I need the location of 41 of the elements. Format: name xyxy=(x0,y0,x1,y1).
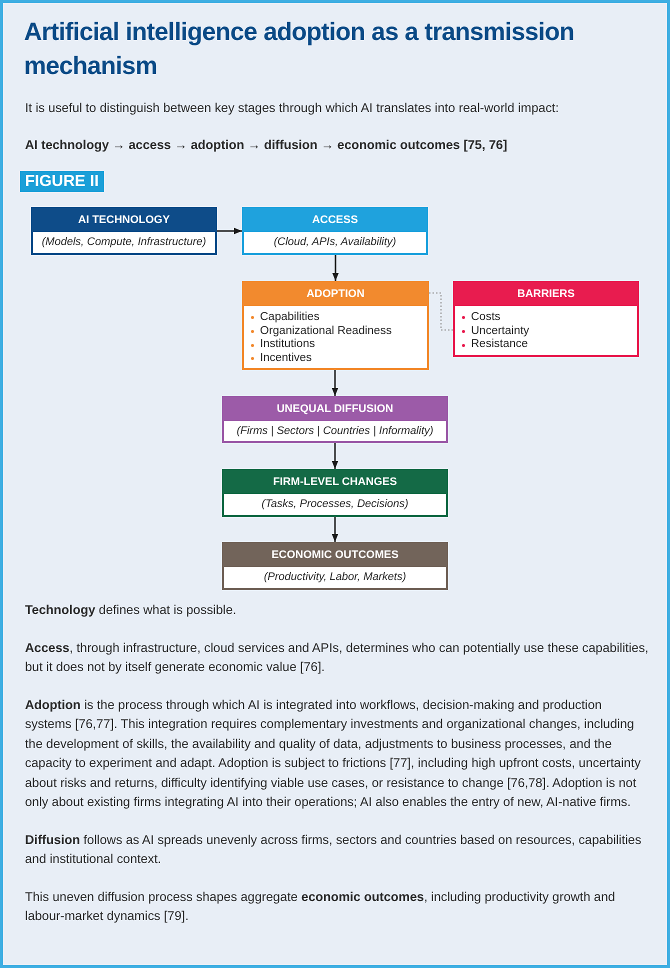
paragraph: Technology defines what is possible. xyxy=(25,602,238,619)
box-header: ECONOMIC OUTCOMES xyxy=(224,544,446,567)
box-header: BARRIERS xyxy=(455,283,637,306)
intro-text: It is useful to distinguish between key stages through which AI translates into real-world impact: xyxy=(25,100,560,117)
list-item: Capabilities xyxy=(260,311,320,325)
arrow xyxy=(332,370,338,396)
paragraph: Access, through infrastructure, cloud services and APIs, determines who can potentially use these capabilities, but it does not by itself generate economic value [76]. xyxy=(25,640,649,676)
arrow xyxy=(332,255,339,281)
list-item: Uncertainty xyxy=(471,324,530,338)
paragraph: Diffusion follows as AI spreads unevenly across firms, sectors and countries based on resources, capabilities and institutional context. xyxy=(25,832,642,868)
paragraph: Adoption is the process through which AI is integrated into workflows, decision-making and production systems [76,77]. This integration requires complementary investments and organizational changes, including the development of skills, the availability and quality of data, adjustments to business processes, and the capacity to experiment and adapt. Adoption is subject to frictions [77], including high upfront costs, uncertainty about risks and returns, difficulty identifying viable use cases, or resistance to change [76,78]. Adoption is not only about existing firms integrating AI into their operations; AI also enables the entry of new, AI-native firms. xyxy=(25,696,642,811)
barriers-box xyxy=(453,281,639,357)
list-item: Costs xyxy=(471,311,500,325)
arrow xyxy=(332,517,338,542)
stage-sequence: AI technology → access → adoption → diffusion → economic outcomes [75, 76] xyxy=(25,137,508,154)
box-description: (Firms | Sectors | Countries | Informality) xyxy=(236,424,434,439)
stage-box xyxy=(222,396,448,443)
box-header: AI TECHNOLOGY xyxy=(33,209,215,232)
stage-box xyxy=(31,207,217,255)
paragraph: This uneven diffusion process shapes aggregate economic outcomes, including productivity growth and labour-market dynamics [79]. xyxy=(25,888,616,925)
box-description: (Tasks, Processes, Decisions) xyxy=(260,497,410,512)
list-item: Institutions xyxy=(260,338,315,352)
box-header: UNEQUAL DIFFUSION xyxy=(224,398,446,421)
box-description: (Models, Compute, Infrastructure) xyxy=(40,235,208,250)
arrow xyxy=(217,228,242,234)
box-description: (Productivity, Labor, Markets) xyxy=(262,570,408,585)
stage-box xyxy=(222,469,448,517)
page-title: Artificial intelligence adoption as a transmission mechanism xyxy=(24,17,576,82)
box-description: (Cloud, APIs, Availability) xyxy=(272,235,398,250)
connector-line xyxy=(429,292,453,331)
box-header: FIRM-LEVEL CHANGES xyxy=(224,471,446,494)
figure-label: FIGURE II xyxy=(20,171,104,192)
box-header: ACCESS xyxy=(244,209,426,232)
list-item: Organizational Readiness xyxy=(260,324,392,338)
stage-box xyxy=(242,281,429,370)
list-item: Resistance xyxy=(471,338,528,352)
arrow xyxy=(332,443,338,469)
box-header: ADOPTION xyxy=(244,283,427,306)
stage-box xyxy=(242,207,428,255)
stage-box xyxy=(222,542,448,590)
list-item: Incentives xyxy=(260,352,312,366)
